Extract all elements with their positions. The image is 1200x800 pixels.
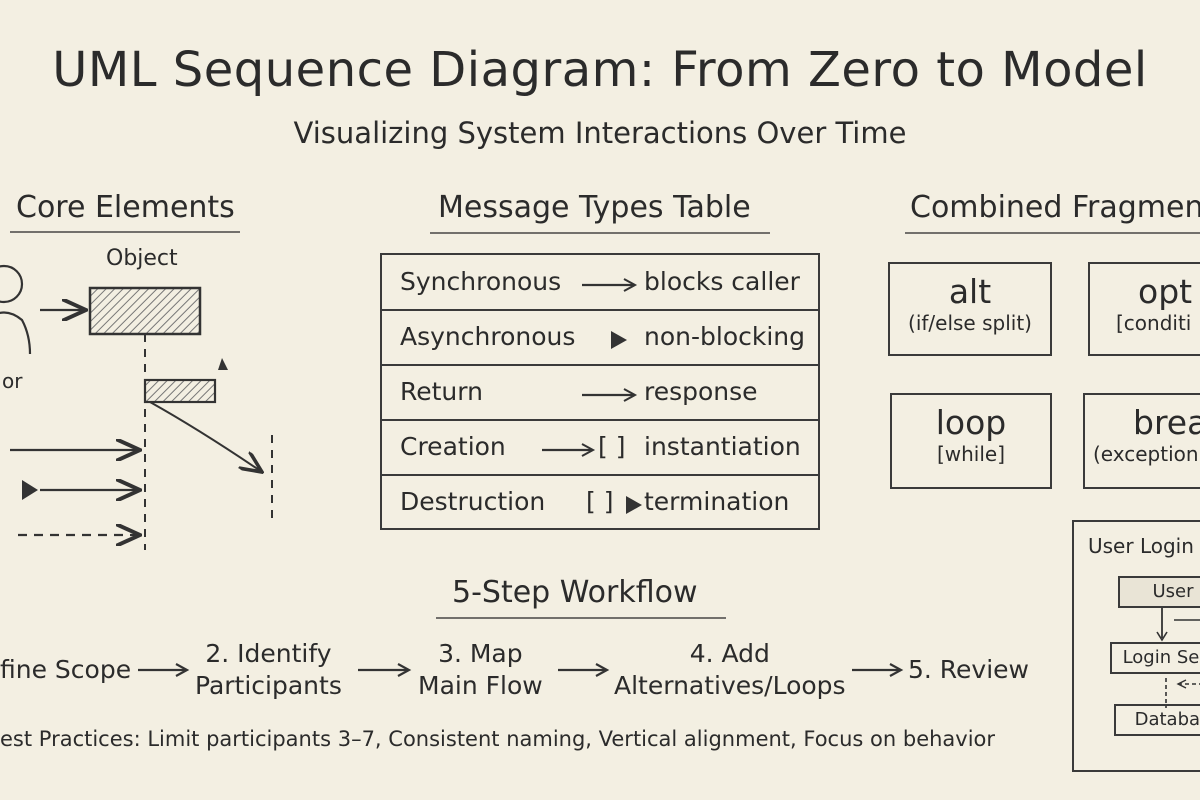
workflow-step-5: 5. Review xyxy=(908,654,1029,686)
message-types-heading: Message Types Table xyxy=(438,190,751,225)
actor-icon xyxy=(0,264,32,355)
fragment-loop: loop [while] xyxy=(890,393,1052,489)
participant-database: Databas xyxy=(1114,704,1200,736)
step-line1: 2. Identify xyxy=(205,639,332,668)
workflow-underline xyxy=(436,617,726,619)
table-row: Creation [ ] instantiation xyxy=(382,420,818,475)
message-type-cell: Synchronous xyxy=(400,267,562,296)
workflow-arrows xyxy=(138,663,904,677)
sync-arrow-icon xyxy=(582,278,638,292)
step-line1: 3. Map xyxy=(438,639,523,668)
return-arrow-icon xyxy=(582,388,638,402)
activation-bar xyxy=(143,378,217,404)
fragment-detail: (exception xyxy=(1093,442,1199,466)
creation-arrow xyxy=(149,401,262,472)
fragment-detail: (if/else split) xyxy=(908,311,1032,335)
row-divider xyxy=(382,419,818,421)
core-elements-heading: Core Elements xyxy=(16,190,235,225)
message-type-cell: Creation xyxy=(400,432,506,461)
step-line2: Participants xyxy=(195,671,342,700)
destruction-box-glyph: [ ] xyxy=(586,487,614,516)
fragment-break: breal (exception xyxy=(1083,393,1200,489)
message-meaning-cell: non-blocking xyxy=(644,322,805,351)
object-label: Object xyxy=(106,246,178,271)
message-type-cell: Asynchronous xyxy=(400,322,576,351)
fragment-alt: alt (if/else split) xyxy=(888,262,1052,356)
destroy-mark-icon xyxy=(218,358,228,370)
workflow-heading: 5-Step Workflow xyxy=(452,575,698,610)
participant-user: User xyxy=(1118,576,1200,608)
fragment-detail: [while] xyxy=(936,442,1006,466)
page-subtitle: Visualizing System Interactions Over Tim… xyxy=(293,116,907,150)
page-title: UML Sequence Diagram: From Zero to Model xyxy=(52,42,1148,98)
workflow-step-2: 2. Identify Participants xyxy=(195,638,342,702)
example-arrows xyxy=(1156,608,1200,708)
message-meaning-cell: termination xyxy=(644,487,790,516)
message-meaning-cell: instantiation xyxy=(644,432,801,461)
table-row: Asynchronous non-blocking xyxy=(382,310,818,365)
core-elements-underline xyxy=(10,231,240,233)
fragment-detail: [conditi xyxy=(1116,311,1192,335)
table-row: Synchronous blocks caller xyxy=(382,255,818,310)
fragment-opt: opt [conditi xyxy=(1088,262,1200,356)
async-arrow-icon xyxy=(611,331,627,349)
destruction-triangle-icon xyxy=(626,496,642,514)
example-title: User Login xyxy=(1088,534,1194,558)
workflow-step-4: 4. Add Alternatives/Loops xyxy=(614,638,846,702)
step-line1: 5. Review xyxy=(908,655,1029,684)
row-divider xyxy=(382,474,818,476)
message-meaning-cell: blocks caller xyxy=(644,267,800,296)
combined-fragments-underline xyxy=(905,232,1200,234)
table-row: Return response xyxy=(382,365,818,420)
user-login-example: User Login User Login Serv Databas xyxy=(1072,520,1200,772)
row-divider xyxy=(382,309,818,311)
core-elements-sketch: or xyxy=(0,264,273,550)
message-meaning-cell: response xyxy=(644,377,758,406)
object-box xyxy=(88,286,202,336)
step-line2: Main Flow xyxy=(418,671,543,700)
step-line1: 4. Add xyxy=(689,639,770,668)
fragment-keyword: opt xyxy=(1138,272,1193,311)
table-row: Destruction [ ] termination xyxy=(382,475,818,530)
step-line2: Alternatives/Loops xyxy=(614,671,846,700)
step-line1: fine Scope xyxy=(0,655,132,684)
workflow-step-1: fine Scope xyxy=(0,654,131,686)
message-types-table: Synchronous blocks caller Asynchronous n… xyxy=(380,253,820,530)
combined-fragments-heading: Combined Fragmen xyxy=(910,190,1200,225)
message-type-cell: Return xyxy=(400,377,483,406)
fragment-keyword: breal xyxy=(1133,403,1200,442)
message-type-cell: Destruction xyxy=(400,487,546,516)
message-types-underline xyxy=(430,232,770,234)
best-practices: est Practices: Limit participants 3–7, C… xyxy=(0,727,996,751)
fragment-keyword: loop xyxy=(935,403,1007,442)
fragment-keyword: alt xyxy=(948,272,992,311)
async-triangle-icon xyxy=(22,480,38,500)
workflow-step-3: 3. Map Main Flow xyxy=(418,638,543,702)
actor-label: or xyxy=(2,369,23,393)
creation-box-glyph: [ ] xyxy=(598,432,626,461)
creation-arrow-icon xyxy=(542,443,596,457)
participant-login-service: Login Serv xyxy=(1110,642,1200,674)
row-divider xyxy=(382,364,818,366)
